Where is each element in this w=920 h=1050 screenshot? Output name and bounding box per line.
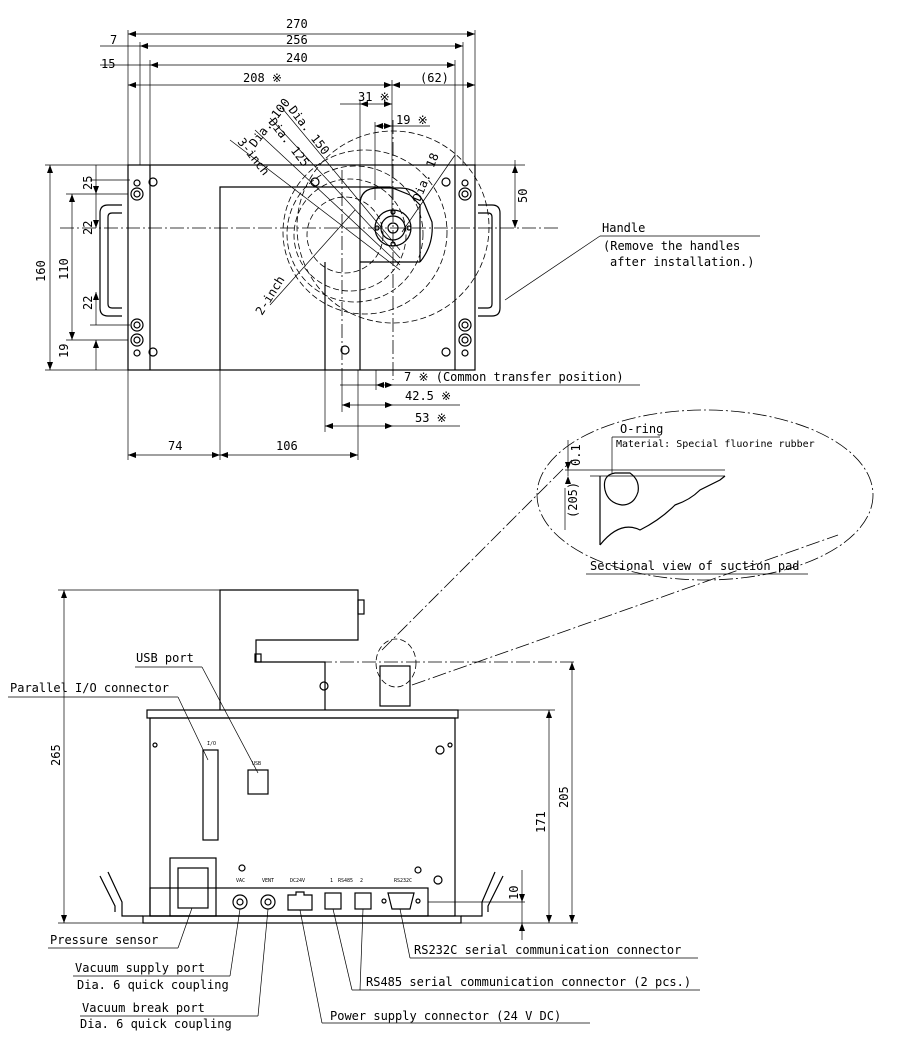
- rs485-1-mark: 1: [330, 878, 333, 884]
- dim-256: 256: [286, 33, 308, 47]
- dim-7-left: 7: [110, 33, 117, 47]
- material-label: Material: Special fluorine rubber: [616, 439, 815, 450]
- wafer-circles: [282, 130, 490, 324]
- dim-15: 15: [101, 57, 115, 71]
- dim-42-5: 42.5 ※: [405, 389, 451, 403]
- callout-vacuum-break: Vacuum break port: [82, 1001, 205, 1015]
- dc24v-mark: DC24V: [290, 878, 305, 884]
- dim-19-top: 19 ※: [396, 113, 428, 127]
- section-view: 0.1 (205) O-ring Material: Special fluor…: [536, 409, 874, 581]
- label-dia18: Dia. 18: [410, 151, 442, 203]
- dim-19-bottom: 19: [57, 344, 71, 358]
- dim-0-1: 0.1: [569, 444, 583, 466]
- dim-31: 31 ※: [358, 90, 390, 104]
- dim-7-common: 7 ※ (Common transfer position): [404, 370, 624, 384]
- callout-vacuum-supply: Vacuum supply port: [75, 961, 205, 975]
- io-mark: I/O: [207, 741, 216, 747]
- callout-power-supply: Power supply connector (24 V DC): [330, 1009, 561, 1023]
- callout-rs232c: RS232C serial communication connector: [414, 943, 681, 957]
- callout-vacuum-break-sub: Dia. 6 quick coupling: [80, 1017, 232, 1031]
- vent-mark: VENT: [262, 878, 274, 884]
- callout-vacuum-supply-sub: Dia. 6 quick coupling: [77, 978, 229, 992]
- dim-270: 270: [286, 17, 308, 31]
- section-caption: Sectional view of suction pad: [590, 559, 800, 573]
- dim-265: 265: [49, 744, 63, 766]
- vac-mark: VAC: [236, 878, 245, 884]
- dim-74: 74: [168, 439, 182, 453]
- dim-62: (62): [420, 71, 449, 85]
- callout-usb-port: USB port: [136, 651, 194, 665]
- handle-left: [99, 204, 122, 317]
- rs485-mark: RS485: [338, 878, 353, 884]
- dim-205-front: 205: [557, 786, 571, 808]
- rs485-2-mark: 2: [360, 878, 363, 884]
- callout-pressure-sensor: Pressure sensor: [50, 933, 158, 947]
- dim-205-section: (205): [566, 482, 580, 518]
- chuck: [359, 187, 433, 263]
- dim-160: 160: [34, 260, 48, 282]
- dim-10: 10: [507, 886, 521, 900]
- oring-label: O-ring: [620, 422, 663, 436]
- dim-22-top: 22: [81, 221, 95, 235]
- handle-note-line1: (Remove the handles: [603, 239, 740, 253]
- dim-22-bottom: 22: [81, 296, 95, 310]
- dim-171: 171: [534, 811, 548, 833]
- handle-right: [478, 204, 501, 317]
- dim-240: 240: [286, 51, 308, 65]
- dim-110: 110: [57, 258, 71, 280]
- usb-mark: USB: [252, 761, 261, 767]
- mount-bolts: [130, 177, 472, 357]
- dim-53: 53 ※: [415, 411, 447, 425]
- dim-106: 106: [276, 439, 298, 453]
- handle-note-line2: after installation.): [610, 255, 755, 269]
- label-2inch: 2-inch: [253, 273, 288, 317]
- dim-50: 50: [516, 189, 530, 203]
- dim-25: 25: [81, 176, 95, 190]
- rs232c-mark: RS232C: [394, 878, 412, 884]
- handle-label: Handle: [602, 221, 645, 235]
- callout-parallel-io: Parallel I/O connector: [10, 681, 169, 695]
- callout-rs485: RS485 serial communication connector (2 …: [366, 975, 691, 989]
- top-view: 270 256 7 240 15 208 ※ (62) 31 ※ 19 ※: [34, 17, 760, 460]
- front-view: I/O USB VAC VENT DC24V 1 RS485 2 RS232C: [8, 589, 700, 1031]
- dim-208: 208 ※: [243, 71, 282, 85]
